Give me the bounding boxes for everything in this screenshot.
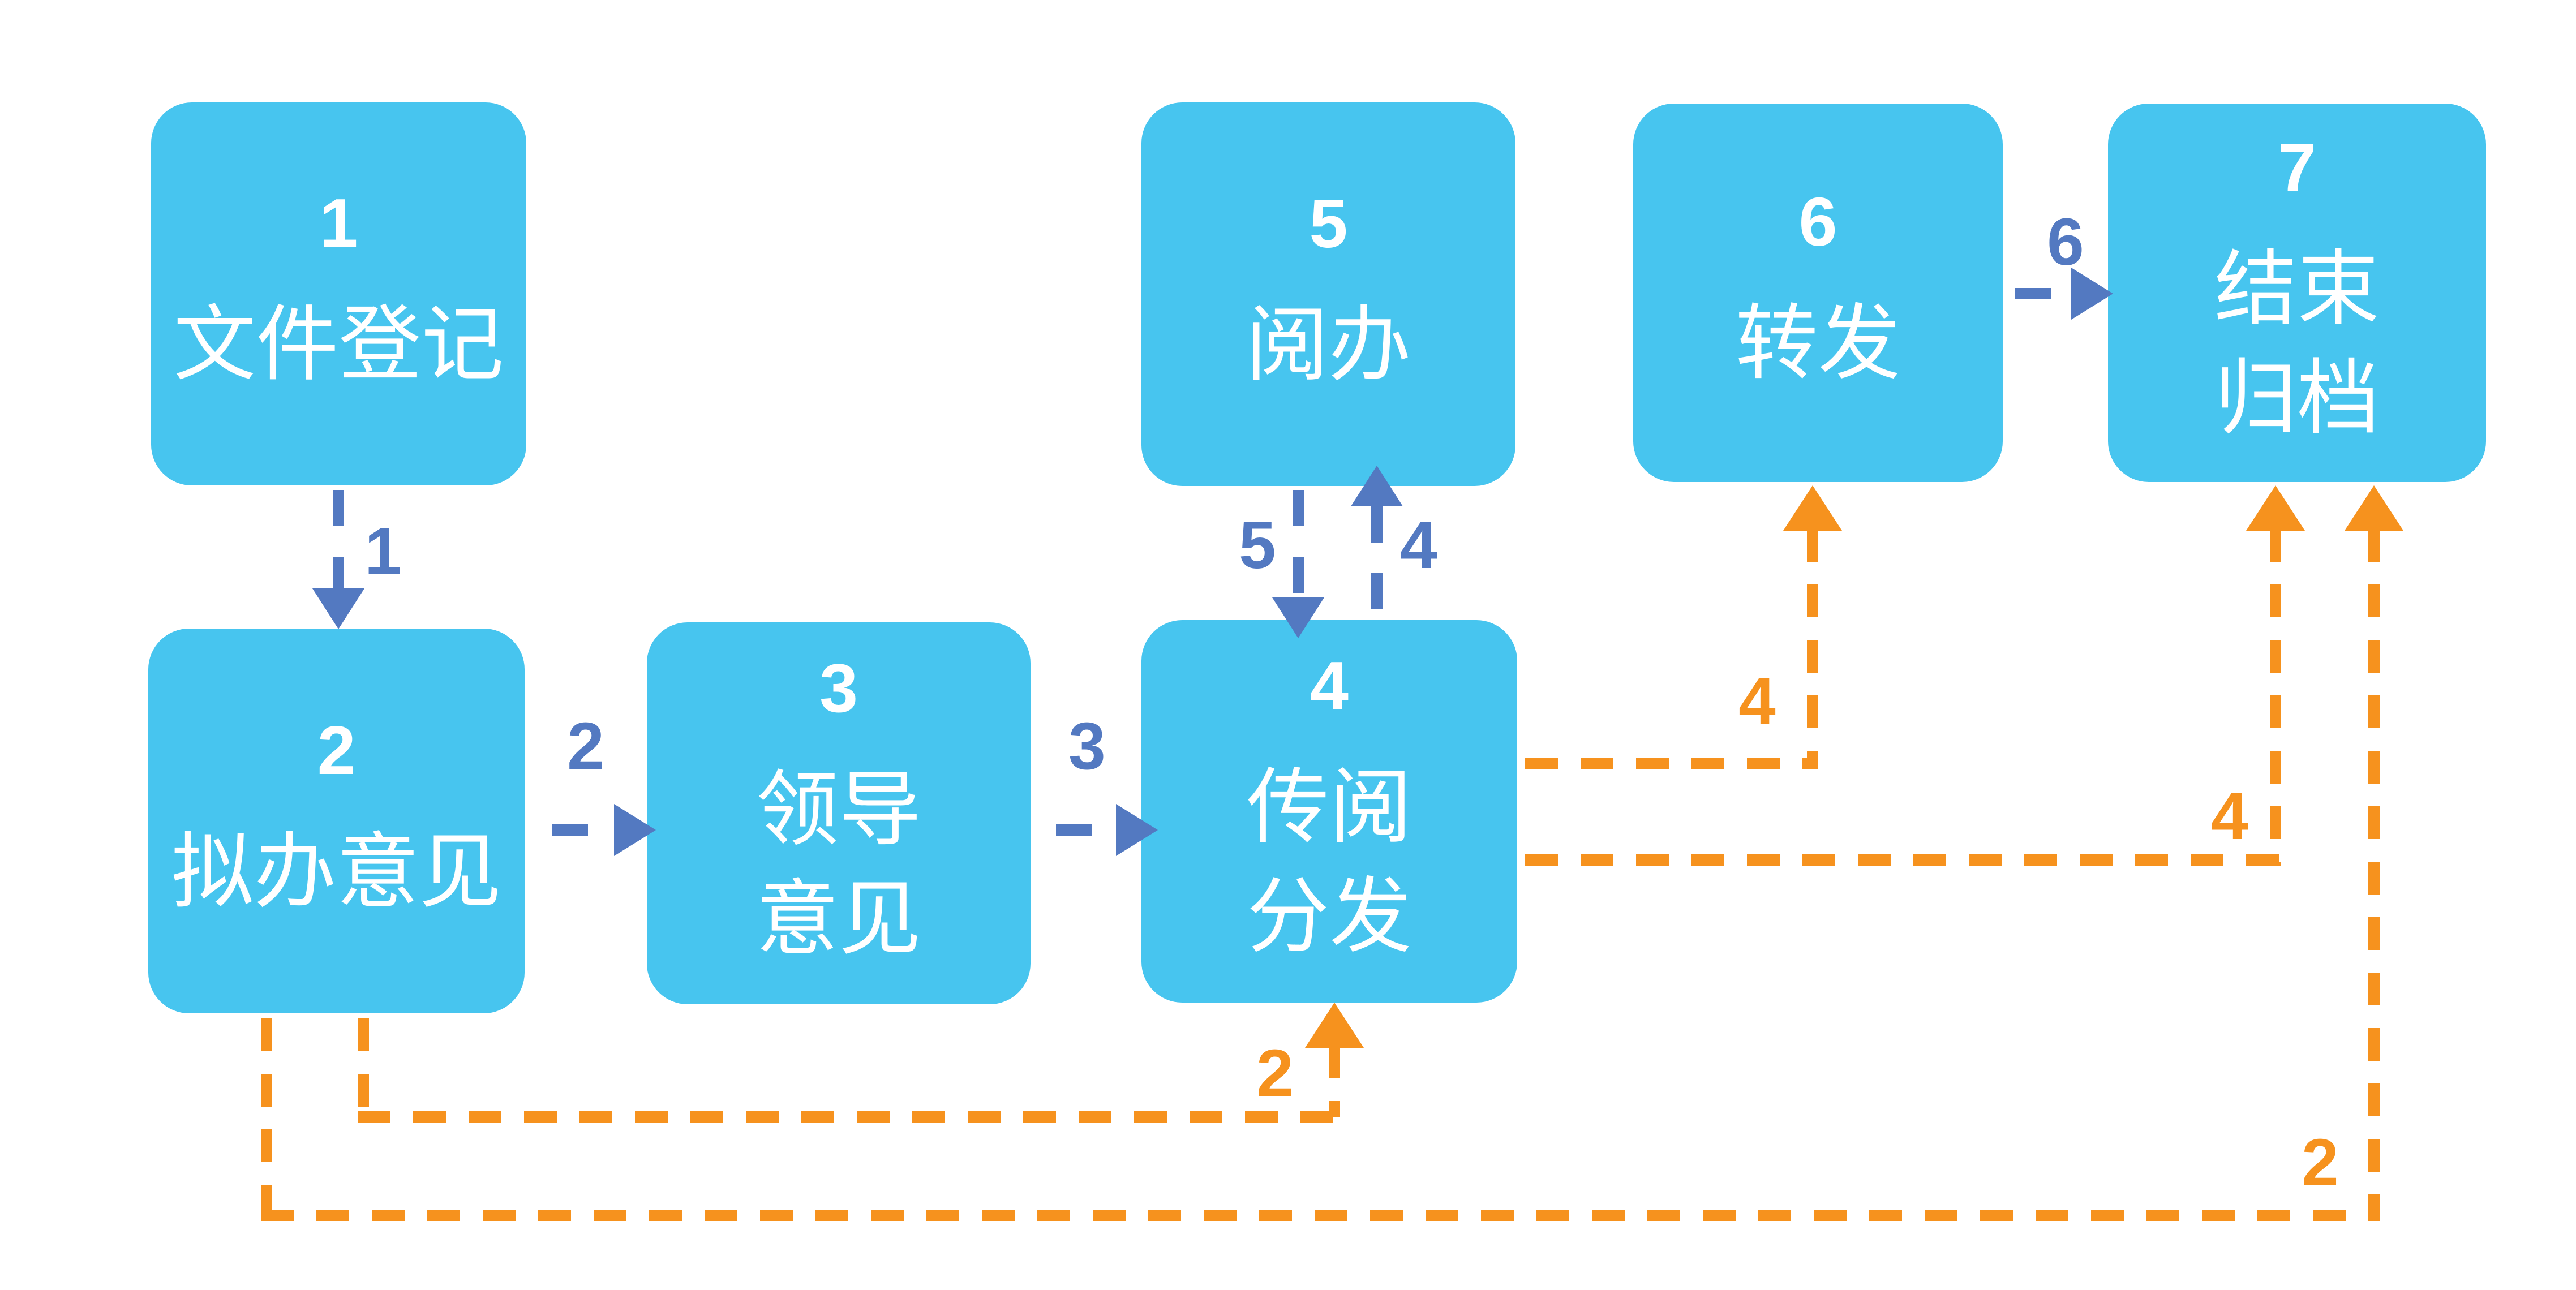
node-3-leader-opinion: 3 领导 意见 <box>647 622 1031 1004</box>
node-number: 2 <box>317 711 356 789</box>
arrowhead-up-icon <box>1351 466 1403 506</box>
edge-line <box>552 824 614 836</box>
edge-line <box>1293 490 1304 599</box>
edge-label: 1 <box>364 514 402 589</box>
arrowhead-up-icon <box>2246 485 2305 531</box>
node-number: 1 <box>319 184 358 262</box>
node-number: 4 <box>1310 647 1349 725</box>
node-label: 文件登记 <box>173 298 504 391</box>
edge-line <box>1807 529 1818 769</box>
node-6-forward: 6 转发 <box>1633 104 2003 482</box>
edge-label: 4 <box>1400 508 1437 583</box>
node-7-end-archive: 7 结束 归档 <box>2108 104 2486 482</box>
node-number: 3 <box>819 649 858 726</box>
node-label: 领导 意见 <box>756 763 921 965</box>
node-number: 7 <box>2278 128 2316 206</box>
edge-line <box>2015 288 2071 299</box>
edge-line <box>1371 506 1383 616</box>
node-5-read-handle: 5 阅办 <box>1141 102 1515 486</box>
arrowhead-up-icon <box>2345 485 2403 531</box>
edge-label: 6 <box>2047 205 2084 280</box>
edge-label: 4 <box>1738 664 1776 739</box>
node-number: 6 <box>1798 183 1837 261</box>
arrowhead-right-icon <box>1116 804 1158 856</box>
arrowhead-right-icon <box>614 804 656 856</box>
edge-line <box>1056 824 1116 836</box>
node-1-document-registration: 1 文件登记 <box>151 102 526 485</box>
edge-line <box>1329 1046 1340 1117</box>
edge-label: 4 <box>2211 779 2248 854</box>
node-label: 传阅 分发 <box>1247 761 1412 962</box>
edge-line <box>358 1018 369 1123</box>
edge-line <box>1525 854 2281 866</box>
edge-label: 2 <box>1256 1036 1294 1111</box>
arrowhead-right-icon <box>2071 268 2113 320</box>
edge-line <box>261 1018 272 1221</box>
edge-line <box>358 1111 1340 1123</box>
node-label: 结束 归档 <box>2214 242 2380 444</box>
edge-line <box>333 490 344 588</box>
arrowhead-up-icon <box>1305 1003 1364 1048</box>
edge-line <box>2368 529 2380 1210</box>
node-4-circulate-distribute: 4 传阅 分发 <box>1141 620 1517 1003</box>
edge-label: 5 <box>1239 508 1276 583</box>
node-label: 拟办意见 <box>171 825 502 918</box>
edge-line <box>1525 758 1818 769</box>
node-number: 5 <box>1309 184 1348 262</box>
edge-label: 3 <box>1068 709 1106 784</box>
arrowhead-up-icon <box>1783 485 1842 531</box>
node-label: 阅办 <box>1246 298 1411 391</box>
node-2-draft-opinion: 2 拟办意见 <box>148 629 525 1013</box>
node-label: 转发 <box>1735 297 1901 390</box>
arrowhead-down-icon <box>312 588 364 629</box>
edge-line <box>261 1210 2380 1221</box>
edge-line <box>2270 529 2281 866</box>
edge-label: 2 <box>2302 1125 2339 1200</box>
arrowhead-down-icon <box>1272 597 1324 638</box>
edge-label: 2 <box>567 709 604 784</box>
